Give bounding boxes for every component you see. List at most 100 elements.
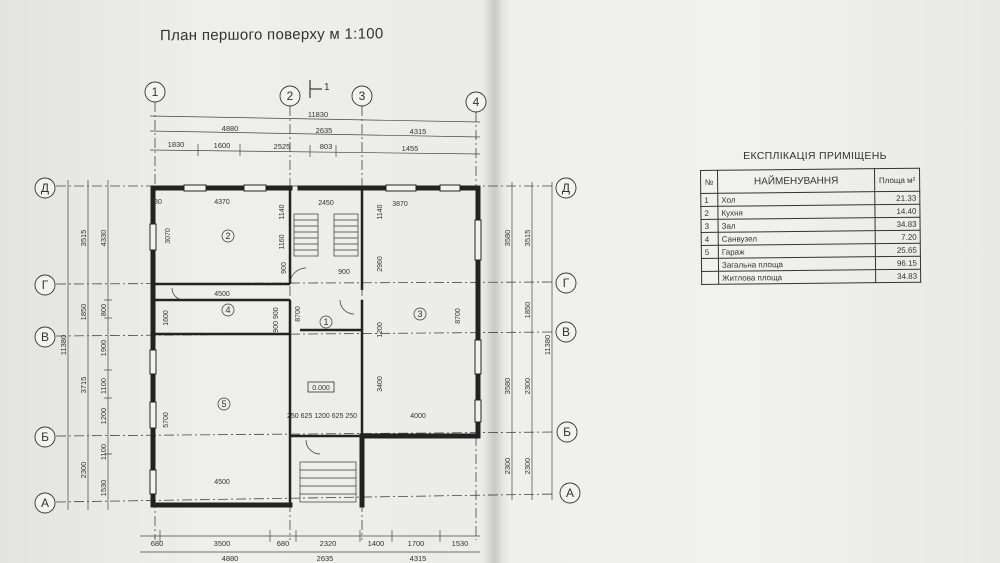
- room-mark: 1: [323, 317, 328, 327]
- dim-top-main: 4880: [222, 124, 239, 133]
- door-swings: [171, 267, 355, 455]
- dim-interior: 5700: [163, 412, 170, 428]
- room-num: 5: [701, 245, 719, 259]
- room-area: 96.15: [875, 256, 921, 270]
- axis-label: А: [41, 496, 49, 510]
- dim-left-detail: 800: [99, 304, 108, 317]
- room-area: 7.20: [875, 230, 921, 244]
- dim-interior: 4000: [410, 413, 426, 420]
- dim-interior: 1160: [279, 234, 286, 249]
- axis-marker-row-d-left: [34, 177, 56, 199]
- dim-interior: 4370: [214, 199, 230, 206]
- dim-bottom-detail: 1530: [452, 539, 469, 548]
- axis-marker-row-v-left: [34, 326, 56, 348]
- axis-marker-row-g-left: [34, 274, 56, 296]
- dim-interior: 8700: [295, 306, 302, 322]
- explication-header-area: Площа м²: [874, 168, 920, 192]
- room-marks: 2 4 1 3 5: [217, 229, 427, 411]
- right-dimension-texts: 11380 3515 1850 2300 2300 3580 3580 2300: [503, 230, 552, 475]
- axis-marker-col-1: [144, 81, 166, 103]
- room-num: [701, 258, 719, 272]
- dim-right-main: 2300: [523, 458, 532, 475]
- axis-label: Г: [42, 278, 49, 292]
- room-area: 21.33: [874, 191, 920, 205]
- right-dimension-lines: [511, 182, 553, 500]
- axis-marker-labels: 1 2 3 4 Д Г В Б А Д Г В Б А: [41, 85, 574, 510]
- exterior-walls: [150, 185, 481, 508]
- dim-right-detail: 2300: [503, 458, 512, 475]
- explication-header-num: №: [700, 170, 718, 194]
- dim-left-detail: 1100: [99, 378, 108, 394]
- room-area: 34.83: [875, 269, 921, 283]
- level-mark-box: [307, 381, 335, 393]
- explication-title: ЕКСПЛІКАЦІЯ ПРИМІЩЕНЬ: [743, 150, 887, 162]
- dim-interior: 900 900: [273, 307, 280, 332]
- dim-right-detail: 3580: [503, 230, 512, 247]
- dim-left-main: 1850: [79, 304, 88, 321]
- dim-interior: 4500: [214, 291, 230, 298]
- staircase: [293, 213, 359, 503]
- room-num: 1: [700, 193, 718, 207]
- dim-interior: 2960: [377, 256, 384, 272]
- dim-interior: 900: [338, 269, 350, 276]
- dim-right-overall: 11380: [543, 335, 552, 355]
- room-name: Житлова площа: [718, 269, 876, 285]
- dim-interior: 4500: [214, 479, 230, 486]
- room-mark: 5: [221, 399, 226, 409]
- windows: [149, 184, 482, 495]
- axis-marker-row-b-right: [556, 421, 578, 443]
- dim-bottom-main: 2635: [317, 554, 334, 563]
- room-mark: 4: [225, 305, 230, 315]
- axis-marker-col-4: [465, 91, 487, 113]
- axis-label: Д: [562, 181, 570, 195]
- top-dimension-lines: [149, 115, 481, 157]
- dim-interior: 1200: [377, 322, 384, 338]
- axis-label: А: [566, 486, 574, 500]
- axis-label: Б: [563, 425, 571, 439]
- table-row: Житлова площа 34.83: [701, 269, 921, 285]
- dim-left-outer: 4330: [99, 230, 108, 247]
- room-area: 34.83: [875, 217, 921, 231]
- dim-left-detail: 1200: [99, 408, 108, 425]
- bottom-dimension-lines: [140, 530, 480, 553]
- dim-top-detail: 1455: [402, 144, 419, 153]
- explication-table: № НАЙМЕНУВАННЯ Площа м² 1 Хол 21.33 2 Ку…: [700, 168, 921, 285]
- section-mark-label: 1: [324, 82, 330, 93]
- dim-bottom-detail: 1400: [368, 539, 385, 548]
- room-mark: 2: [225, 231, 230, 241]
- dim-interior: 1600: [163, 310, 170, 326]
- level-mark: 0.000: [312, 385, 330, 392]
- dim-top-main: 2635: [316, 126, 333, 135]
- dim-top-main: 4315: [410, 127, 427, 136]
- left-dimension-texts: 11380 3515 1850 3715 2300 4330 800 1900 …: [59, 230, 108, 497]
- axis-marker-row-a-right: [559, 482, 581, 504]
- room-area: 25.65: [875, 243, 921, 257]
- axis-label: В: [41, 330, 49, 344]
- dim-left-detail: 1530: [99, 480, 108, 497]
- dim-interior: 900: [281, 262, 288, 274]
- axis-marker-col-3: [351, 85, 373, 107]
- axis-label: 2: [287, 89, 294, 103]
- dim-interior: 3400: [377, 376, 384, 392]
- dim-left-main: 3515: [79, 230, 88, 247]
- dim-left-detail: 1100: [99, 444, 108, 460]
- room-num: [701, 271, 719, 285]
- dim-left-main: 2300: [79, 462, 88, 479]
- room-area: 14.40: [874, 204, 921, 218]
- axis-marker-row-a-left: [34, 492, 56, 514]
- axis-label: 4: [473, 95, 480, 109]
- axis-label: В: [562, 325, 570, 339]
- axis-label: Г: [563, 276, 570, 290]
- dim-interior: 1140: [279, 204, 286, 219]
- bottom-dimension-texts: 680 3500 680 2320 1400 1700 1530 4880 26…: [151, 539, 469, 563]
- dim-right-main: 2300: [523, 378, 532, 395]
- interior-dimension-texts: 4370 2450 3870 3070 1160 1140 1140 2960 …: [150, 199, 462, 486]
- dim-left-main: 3715: [79, 377, 88, 394]
- dim-left-detail: 1900: [99, 340, 108, 357]
- dim-interior: 380: [150, 199, 162, 206]
- explication-header-row: № НАЙМЕНУВАННЯ Площа м²: [700, 168, 920, 194]
- axis-label: 1: [152, 85, 159, 99]
- paper-fold: [485, 0, 503, 563]
